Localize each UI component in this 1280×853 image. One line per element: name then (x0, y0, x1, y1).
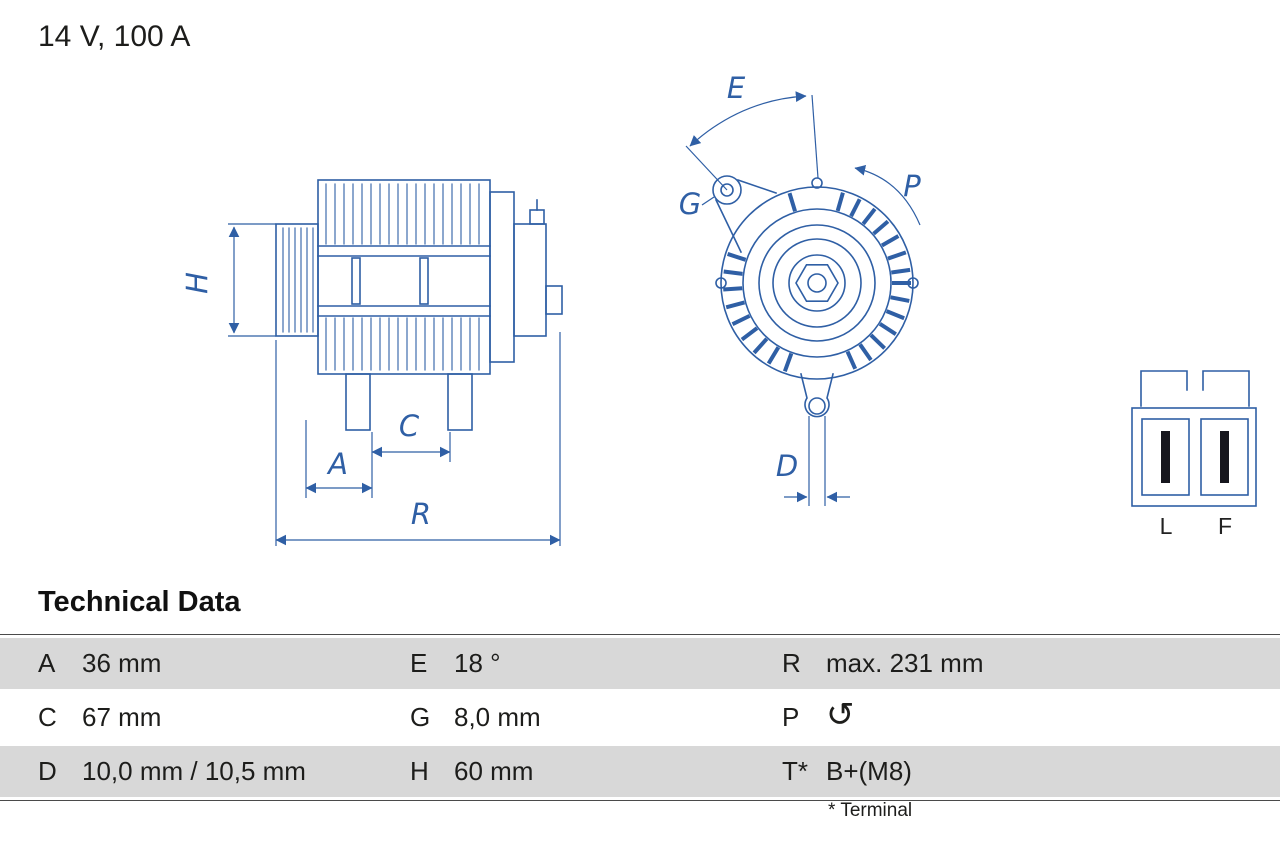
table-row: A 36 mm E 18 ° R max. 231 mm (0, 638, 1280, 689)
terminal-label-f: F (1218, 513, 1232, 539)
dimension-value: B+(M8) (826, 756, 912, 786)
table-row: C 67 mm G 8,0 mm P ↺ (0, 692, 1280, 743)
dimension-label-g: G (679, 187, 701, 221)
dimension-key: A (38, 648, 56, 678)
alternator-side-view (275, 179, 563, 431)
shaft-nut-icon (795, 263, 839, 303)
table-cell: G 8,0 mm (372, 702, 744, 733)
pulley-grooves-icon (282, 227, 314, 333)
table-cell: P ↺ (744, 694, 1280, 735)
side-view-dimensions (228, 223, 561, 546)
dimension-key: D (38, 756, 57, 786)
dimension-value: 60 mm (454, 756, 534, 786)
alternator-front-view (712, 175, 919, 418)
front-view-dimensions (685, 91, 921, 506)
dimension-label-r: R (411, 497, 431, 531)
table-cell: H 60 mm (372, 756, 744, 787)
table-cell: E 18 ° (372, 648, 744, 679)
dimension-label-a: A (326, 447, 348, 481)
connector-drawing (1131, 370, 1257, 507)
table-cell: C 67 mm (0, 702, 372, 733)
terminal-label-l: L (1160, 513, 1173, 539)
vent-slots-icon (723, 192, 911, 373)
product-rating: 14 V, 100 A (38, 20, 191, 53)
dimension-key: G (410, 702, 431, 732)
technical-data-table: A 36 mm E 18 ° R max. 231 mm C 67 mm G 8… (0, 634, 1280, 801)
rotation-label-p: P (903, 169, 921, 203)
dimension-label-c: C (399, 409, 420, 443)
technical-data-heading: Technical Data (38, 586, 241, 618)
cooling-fins-icon (325, 183, 480, 371)
table-cell: R max. 231 mm (744, 648, 1280, 679)
dimension-label-d: D (776, 449, 798, 483)
dimension-key: R (782, 648, 801, 678)
dimension-value: 67 mm (82, 702, 162, 732)
dimension-key: E (410, 648, 428, 678)
dimension-value: 18 ° (454, 648, 501, 678)
dimension-value: 36 mm (82, 648, 162, 678)
dimension-key: C (38, 702, 57, 732)
table-cell: D 10,0 mm / 10,5 mm (0, 756, 372, 787)
dimension-key: T* (782, 756, 808, 786)
dimension-key: H (410, 756, 429, 786)
terminal-footnote: * Terminal (828, 800, 913, 821)
rotation-direction-icon: ↺ (826, 694, 855, 735)
terminal-blade-f-icon (1220, 431, 1229, 483)
dimension-key: P (782, 702, 800, 732)
technical-drawing: H A C R (180, 71, 1257, 546)
dimension-value: 8,0 mm (454, 702, 541, 732)
table-row: D 10,0 mm / 10,5 mm H 60 mm T* B+(M8) (0, 746, 1280, 797)
table-cell: A 36 mm (0, 648, 372, 679)
table-cell: T* B+(M8) (744, 756, 1280, 787)
terminal-blade-l-icon (1161, 431, 1170, 483)
dimension-value: 10,0 mm / 10,5 mm (82, 756, 306, 786)
dimension-label-e: E (727, 71, 746, 105)
dimension-value: max. 231 mm (826, 648, 984, 678)
dimension-label-h: H (180, 272, 214, 294)
